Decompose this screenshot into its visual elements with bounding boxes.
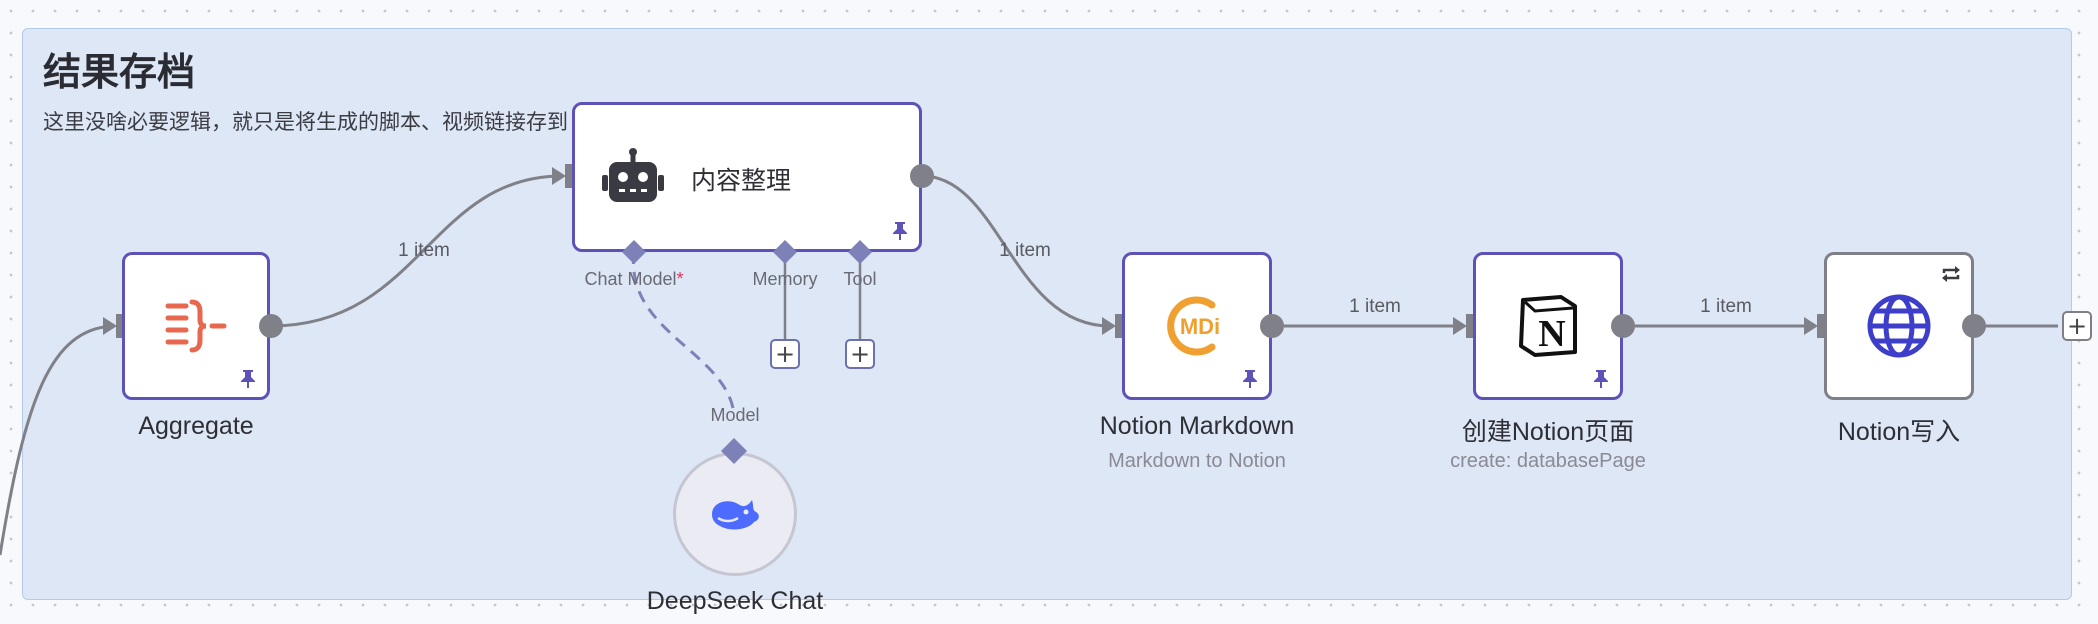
- node-notion-markdown-subtitle: Markdown to Notion: [1108, 450, 1286, 472]
- input-port[interactable]: [1115, 314, 1122, 338]
- aggregate-icon: [125, 255, 267, 397]
- output-port[interactable]: [1611, 314, 1635, 338]
- arrowhead: [1453, 317, 1467, 335]
- connection-incoming[interactable]: [0, 324, 113, 556]
- memory-port[interactable]: [773, 240, 797, 264]
- node-notion-markdown-label: Notion Markdown: [1099, 412, 1295, 440]
- connection-model-dashed[interactable]: [631, 251, 735, 409]
- input-port[interactable]: [565, 164, 572, 188]
- node-aggregate[interactable]: [122, 252, 270, 400]
- node-create-notion-page-subtitle: create: databasePage: [1450, 450, 1646, 472]
- output-port[interactable]: [1962, 314, 1986, 338]
- node-create-notion-page-label: 创建Notion页面: [1461, 418, 1635, 446]
- pin-icon[interactable]: [1241, 369, 1259, 389]
- notion-icon: N: [1476, 255, 1620, 397]
- node-content-agent[interactable]: 内容整理: [572, 102, 922, 252]
- node-notion-write[interactable]: [1824, 252, 1974, 400]
- svg-text:N: N: [1538, 313, 1565, 355]
- chat-model-port[interactable]: [622, 240, 646, 264]
- svg-text:MDi: MDi: [1180, 314, 1220, 339]
- pin-icon[interactable]: [1592, 369, 1610, 389]
- chat-model-port-label: Chat Model*: [584, 269, 684, 289]
- robot-icon: [601, 147, 665, 207]
- arrowhead: [1102, 317, 1116, 335]
- edge-label: 1 item: [1349, 296, 1401, 317]
- sticky-note[interactable]: 结果存档 这里没啥必要逻辑，就只是将生成的脚本、视频链接存到: [22, 28, 2072, 600]
- input-port[interactable]: [1817, 314, 1824, 338]
- output-port[interactable]: [910, 164, 934, 188]
- retry-loop-icon: [1942, 266, 1960, 282]
- add-next-node-button[interactable]: +: [2062, 311, 2092, 341]
- node-deepseek-label: DeepSeek Chat: [646, 587, 824, 615]
- sticky-title: 结果存档: [43, 52, 196, 94]
- node-notion-markdown[interactable]: MDi: [1122, 252, 1272, 400]
- arrowhead: [103, 317, 117, 335]
- memory-port-label: Memory: [752, 269, 818, 289]
- pin-icon[interactable]: [239, 369, 257, 389]
- input-port[interactable]: [116, 314, 123, 338]
- edge-label: 1 item: [999, 240, 1051, 261]
- tool-port-label: Tool: [843, 269, 877, 289]
- output-port[interactable]: [1260, 314, 1284, 338]
- globe-icon: [1827, 255, 1971, 397]
- pin-icon[interactable]: [891, 221, 909, 241]
- deepseek-whale-icon: [712, 500, 759, 530]
- mdi-icon: MDi: [1125, 255, 1269, 397]
- arrowhead: [1804, 317, 1818, 335]
- node-content-title: 内容整理: [691, 167, 792, 195]
- add-memory-button[interactable]: +: [770, 339, 800, 369]
- sticky-text: 这里没啥必要逻辑，就只是将生成的脚本、视频链接存到: [43, 111, 568, 134]
- node-create-notion-page[interactable]: N: [1473, 252, 1623, 400]
- add-tool-button[interactable]: +: [845, 339, 875, 369]
- node-aggregate-label: Aggregate: [138, 412, 254, 440]
- required-marker: *: [676, 269, 684, 289]
- input-port[interactable]: [1466, 314, 1473, 338]
- node-deepseek-chat[interactable]: [673, 452, 797, 576]
- node-notion-write-label: Notion写入: [1837, 418, 1961, 446]
- connection-content-to-markdown[interactable]: [921, 174, 1111, 328]
- edge-label: 1 item: [1700, 296, 1752, 317]
- model-input-port[interactable]: [721, 438, 747, 464]
- model-port-label: Model: [710, 405, 760, 425]
- output-port[interactable]: [259, 314, 283, 338]
- tool-port[interactable]: [848, 240, 872, 264]
- edge-label: 1 item: [398, 240, 450, 261]
- arrowhead: [552, 167, 566, 185]
- connection-aggregate-to-content[interactable]: [270, 174, 563, 328]
